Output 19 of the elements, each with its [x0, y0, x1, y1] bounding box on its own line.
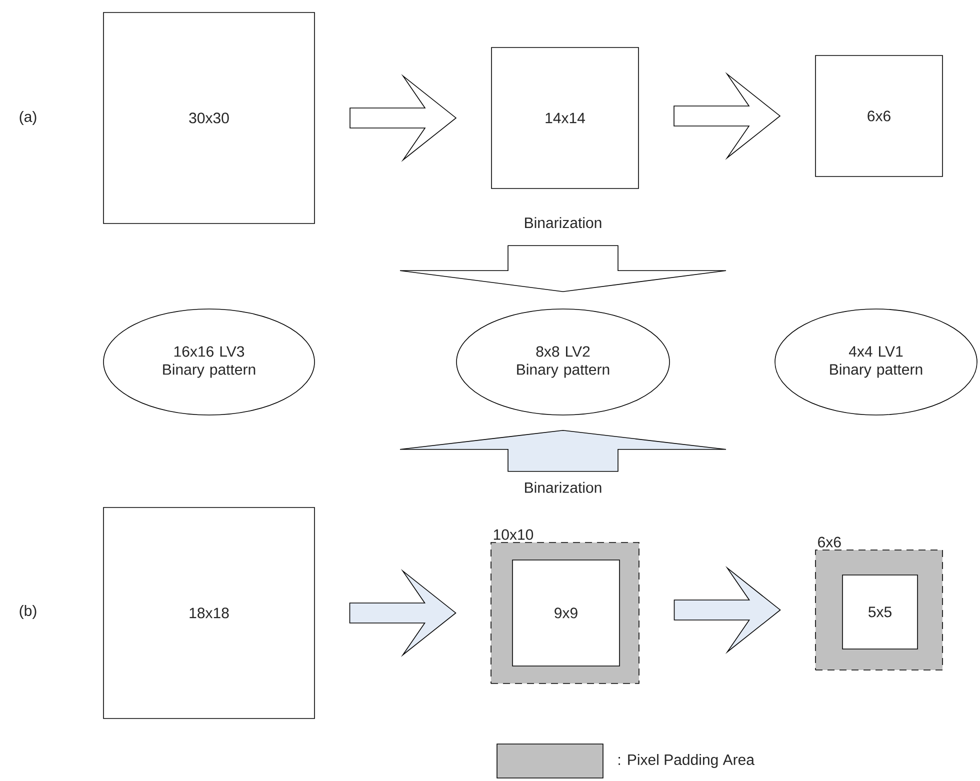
block-arrow	[400, 245, 726, 292]
node-label: 6x6	[818, 536, 841, 548]
node-label: 10x10	[494, 529, 534, 540]
edge-label: Binarization	[525, 482, 602, 493]
inner-square: 9x9	[512, 560, 620, 666]
block-arrow	[349, 569, 456, 657]
block-arrow	[674, 72, 781, 160]
square-box: 6x6	[815, 55, 943, 177]
block-arrow	[350, 74, 457, 162]
square-box: 30x30	[103, 12, 315, 224]
block-arrow	[400, 430, 726, 472]
square-box: 14x14	[491, 47, 639, 189]
legend-text: : Pixel Padding Area	[618, 754, 754, 768]
edge-label: Binarization	[525, 217, 602, 228]
inner-square: 5x5	[842, 574, 918, 650]
block-arrow	[674, 566, 781, 654]
square-box: 18x18	[103, 507, 315, 719]
panel-label: (a)	[20, 111, 36, 125]
panel-label: (b)	[20, 605, 36, 619]
